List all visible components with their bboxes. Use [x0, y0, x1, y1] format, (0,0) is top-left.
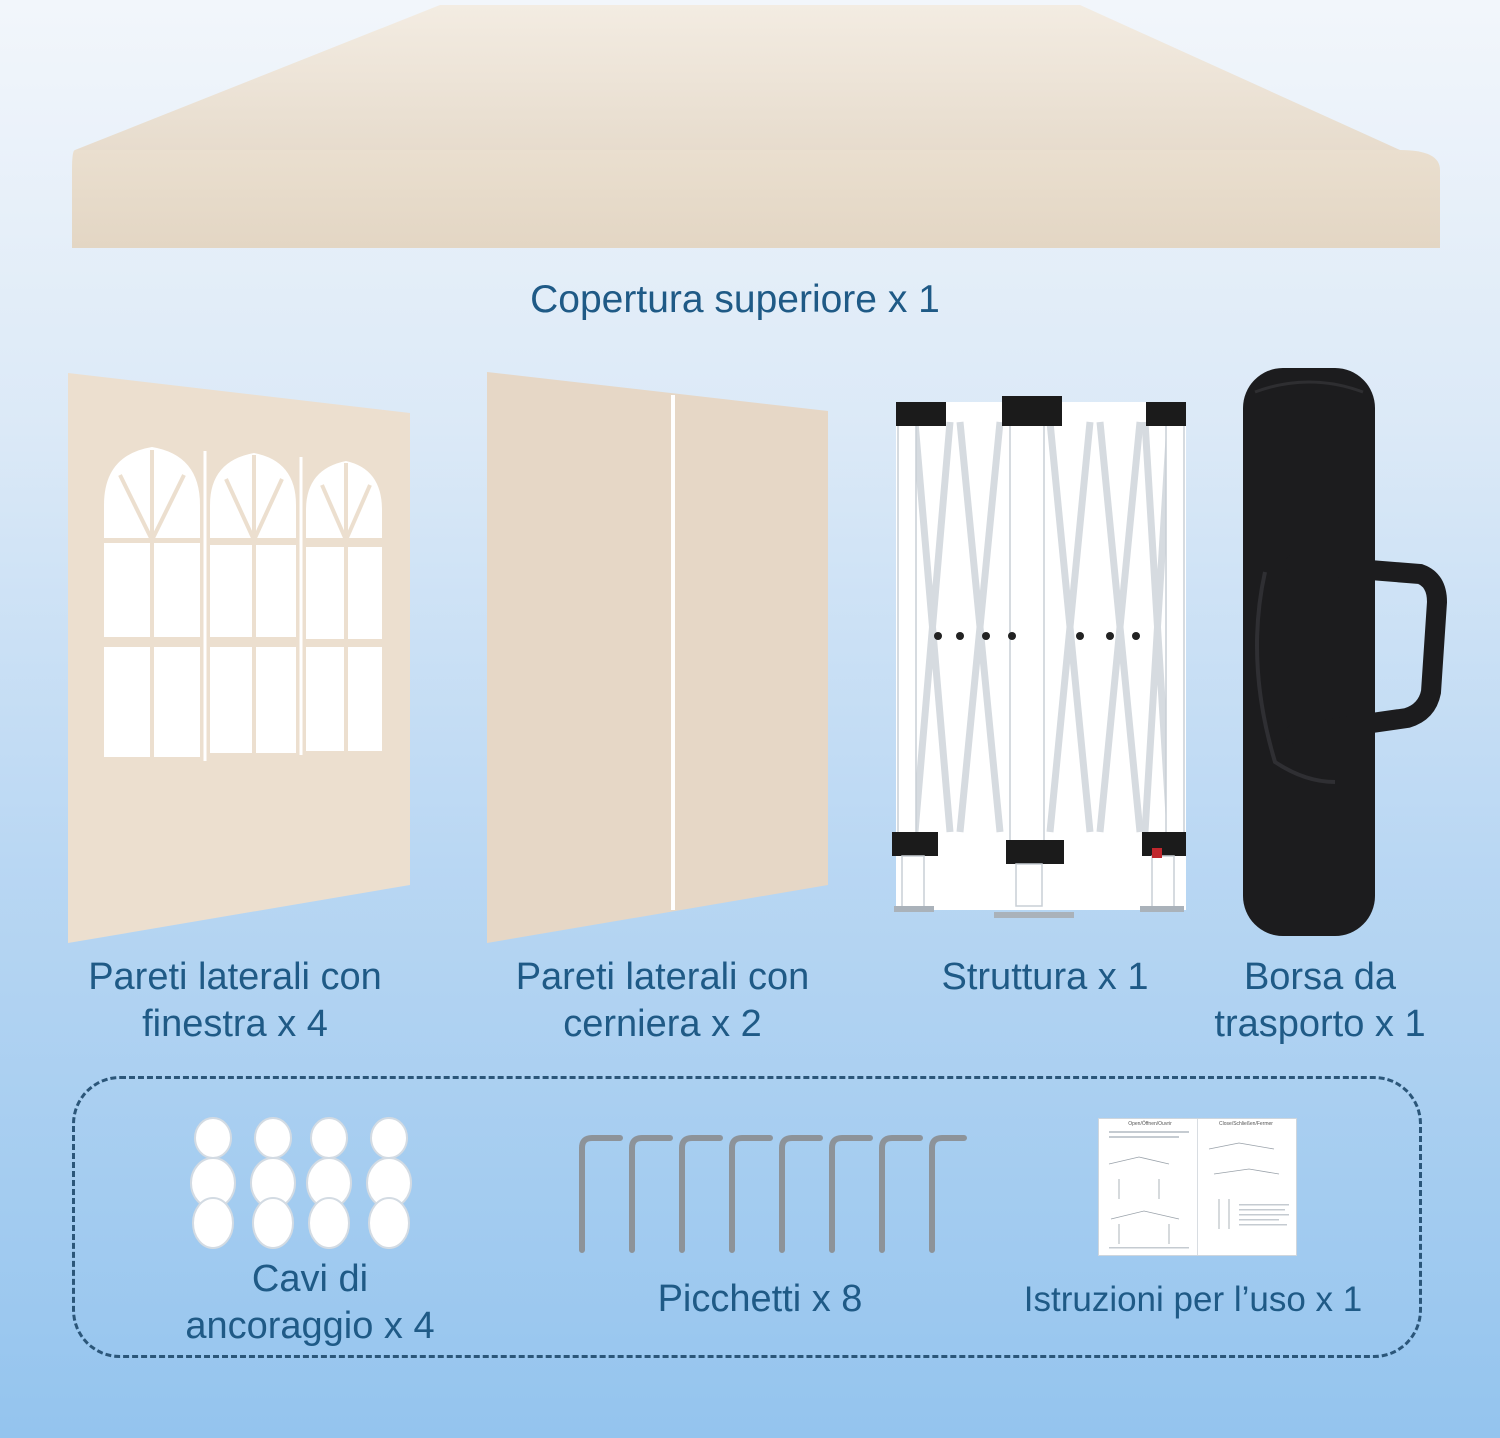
ropes-image — [190, 1117, 412, 1249]
manual-heading-left: Open/Öffnen/Ouvrir — [1128, 1121, 1172, 1127]
bag-image — [1243, 368, 1448, 936]
zipper-wall-label: Pareti laterali con cerniera x 2 — [515, 956, 810, 1045]
stakes-image — [579, 1135, 967, 1253]
frame-label: Struttura x 1 — [941, 956, 1149, 998]
window-wall-label: Pareti laterali con finestra x 4 — [88, 956, 382, 1045]
window-wall-image — [68, 373, 410, 943]
frame-image — [892, 396, 1186, 918]
manual-illustrations — [1108, 1131, 1289, 1249]
manual-heading-right: Close/Schließen/Fermer — [1219, 1121, 1273, 1127]
manual-image: Open/Öffnen/Ouvrir Close/Schließen/Ferme… — [1098, 1118, 1297, 1256]
canopy-label: Copertura superiore x 1 — [530, 278, 940, 321]
ropes-label: Cavi di ancoraggio x 4 — [185, 1258, 435, 1347]
canopy-image — [72, 5, 1440, 248]
manual-label: Istruzioni per l’uso x 1 — [1023, 1280, 1363, 1319]
stakes-label: Picchetti x 8 — [657, 1278, 863, 1320]
accessories-box — [72, 1076, 1422, 1358]
manual-fold — [1197, 1119, 1198, 1255]
bag-label: Borsa da trasporto x 1 — [1214, 956, 1426, 1045]
zipper-wall-image — [487, 372, 828, 943]
